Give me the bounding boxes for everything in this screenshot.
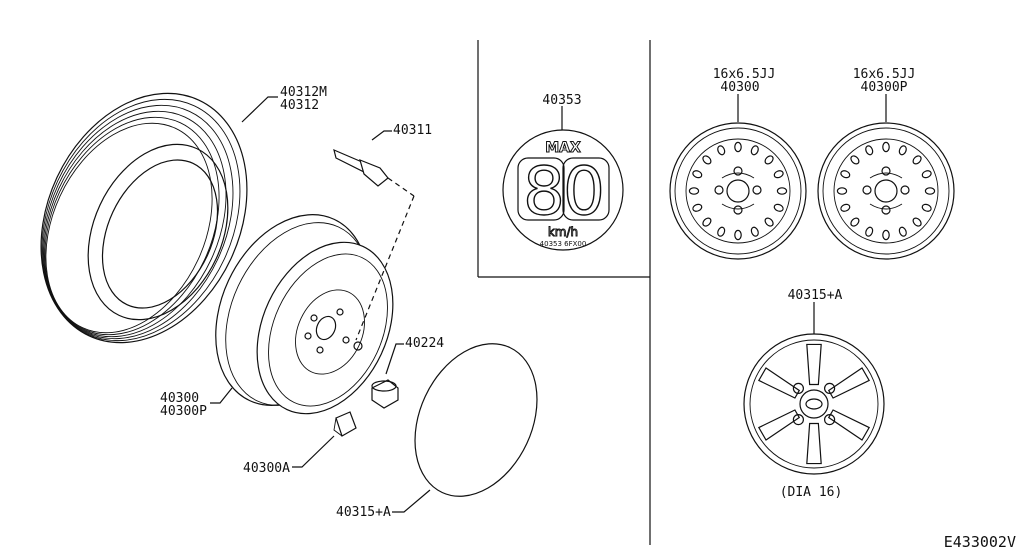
vent-hole bbox=[850, 155, 860, 165]
vent-hole bbox=[734, 141, 742, 153]
label-tire-1: 40312M bbox=[280, 85, 327, 100]
vent-hole bbox=[692, 170, 703, 179]
vent-hole bbox=[776, 187, 788, 195]
label-wheel-b-size: 16x6.5JJ bbox=[853, 67, 916, 82]
vent-hole bbox=[921, 203, 932, 212]
cover-bolt-hole bbox=[823, 382, 836, 394]
part-labels: 40312M 40312 40311 40300 40300P 40224 40… bbox=[160, 67, 1016, 551]
label-tire-2: 40312 bbox=[280, 98, 319, 113]
label-wheel-a-part: 40300 bbox=[720, 80, 759, 95]
label-speed-sticker: 40353 bbox=[542, 93, 581, 108]
wheel-illustration bbox=[215, 214, 394, 415]
label-wheel-2: 40300P bbox=[160, 404, 207, 419]
speed-sticker-code: 40353 6FX00 bbox=[540, 240, 587, 248]
cover-bolt-hole bbox=[823, 414, 836, 426]
vent-hole bbox=[921, 170, 932, 179]
leader-lines bbox=[210, 94, 887, 513]
panel-dividers bbox=[477, 40, 651, 545]
steel-wheel-a bbox=[669, 122, 807, 260]
vent-hole bbox=[702, 217, 712, 227]
vent-hole bbox=[898, 226, 907, 237]
speed-sticker-unit: km/h bbox=[548, 225, 578, 239]
vent-hole bbox=[840, 170, 851, 179]
vent-hole bbox=[836, 187, 848, 195]
vent-hole bbox=[688, 187, 700, 195]
balance-weight-illustration bbox=[333, 411, 357, 437]
vent-hole bbox=[850, 217, 860, 227]
vent-hole bbox=[898, 145, 907, 156]
vent-hole bbox=[717, 226, 726, 237]
wheel-cover-disc bbox=[414, 343, 538, 497]
vent-hole bbox=[773, 170, 784, 179]
steel-wheel-b bbox=[817, 122, 955, 260]
vent-hole bbox=[912, 217, 922, 227]
vent-hole bbox=[702, 155, 712, 165]
vent-hole bbox=[750, 145, 759, 156]
cover-bolt-hole bbox=[792, 382, 805, 394]
label-wheel-b-part: 40300P bbox=[861, 80, 908, 95]
label-wheel-cover-main: 40315+A bbox=[336, 505, 391, 520]
cover-spoke bbox=[806, 422, 822, 465]
cover-spoke bbox=[757, 409, 801, 441]
label-wheel-a-size: 16x6.5JJ bbox=[713, 67, 776, 82]
vent-hole bbox=[734, 229, 742, 241]
label-wheel-1: 40300 bbox=[160, 391, 199, 406]
vent-hole bbox=[882, 141, 890, 153]
label-nut: 40224 bbox=[405, 336, 444, 351]
label-wheel-cover-detail: 40315+A bbox=[788, 288, 843, 303]
diagram-code: E433002V bbox=[944, 533, 1016, 551]
vent-hole bbox=[764, 217, 774, 227]
vent-hole bbox=[764, 155, 774, 165]
cover-bolt-hole bbox=[792, 414, 805, 426]
vent-hole bbox=[717, 145, 726, 156]
vent-hole bbox=[750, 226, 759, 237]
vent-hole bbox=[692, 203, 703, 212]
vent-hole bbox=[840, 203, 851, 212]
label-balance-weight: 40300A bbox=[243, 461, 290, 476]
vent-hole bbox=[912, 155, 922, 165]
label-valve: 40311 bbox=[393, 123, 432, 138]
speed-sticker-number: 80 bbox=[523, 153, 603, 230]
tire-illustration bbox=[40, 92, 248, 344]
cover-spoke bbox=[827, 367, 871, 399]
vent-hole bbox=[865, 226, 874, 237]
vent-hole bbox=[882, 229, 890, 241]
nut-illustration bbox=[371, 379, 399, 409]
cover-spoke bbox=[806, 343, 822, 386]
speed-sticker-max: MAX bbox=[545, 140, 581, 156]
wheel-cover-detail bbox=[743, 333, 885, 475]
label-cover-dia: (DIA 16) bbox=[780, 485, 843, 500]
vent-hole bbox=[865, 145, 874, 156]
valve-illustration bbox=[333, 148, 415, 341]
speed-sticker: MAX 80 km/h 40353 6FX00 bbox=[502, 129, 624, 251]
vent-hole bbox=[924, 187, 936, 195]
vent-hole bbox=[773, 203, 784, 212]
